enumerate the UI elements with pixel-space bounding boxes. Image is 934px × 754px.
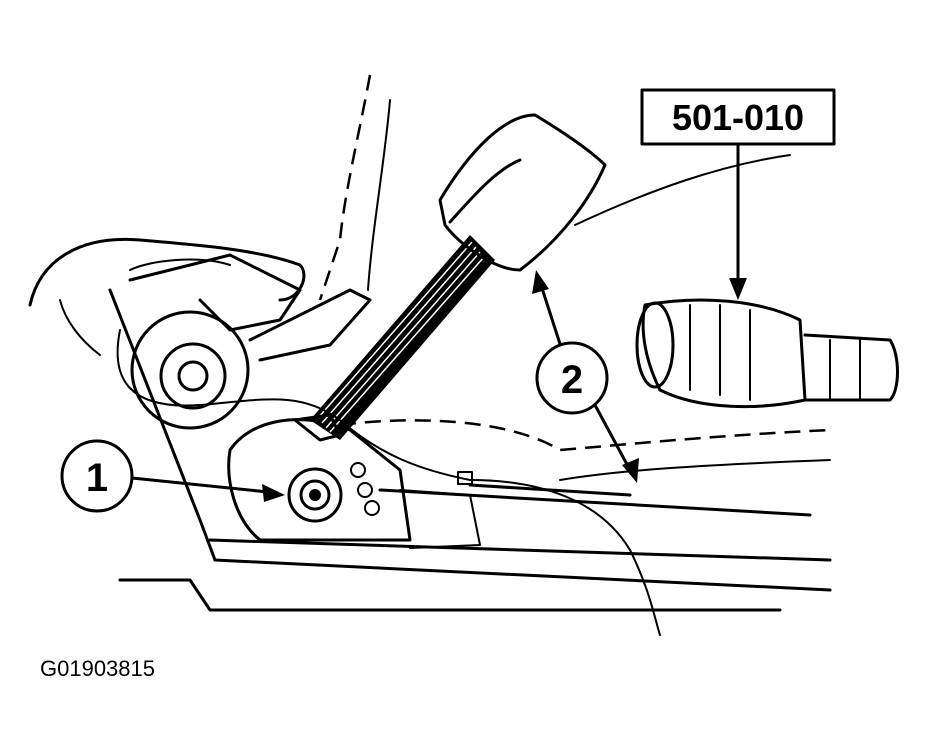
buckle-stalk (293, 235, 495, 442)
callout-1-text: 1 (86, 456, 108, 500)
callout-2-text: 2 (561, 358, 583, 402)
callout-1: 1 (60, 439, 285, 513)
figure-id: G01903815 (40, 656, 155, 681)
seat-belt-buckle (438, 113, 607, 272)
seat-track (108, 288, 832, 612)
wiring-harness (116, 329, 661, 636)
buckle-bracket (227, 418, 481, 549)
mounting-bolt (287, 467, 343, 523)
floor-edge (339, 419, 831, 481)
callout-2: 2 (532, 270, 639, 483)
special-tool-socket (635, 298, 899, 409)
seat-cushion (28, 237, 306, 356)
seat-back-outline (318, 74, 391, 301)
tool-label-box: 501-010 (574, 88, 836, 300)
recliner-housing (128, 253, 372, 430)
tool-label-text: 501-010 (672, 97, 804, 138)
